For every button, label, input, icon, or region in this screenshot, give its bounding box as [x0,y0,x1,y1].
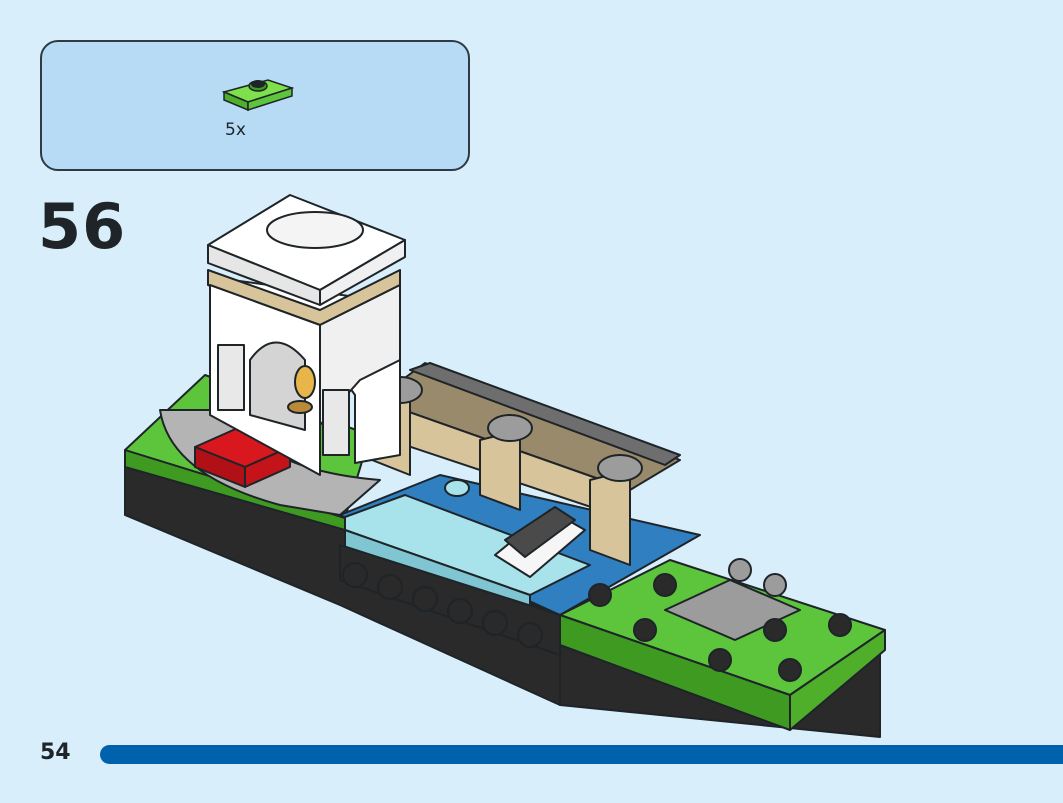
parts-callout: 5x [40,40,470,171]
progress-bar [100,745,1063,764]
model-illustration [124,194,886,738]
progress-bar-fill [100,745,1063,764]
part-quantity: 5x [225,120,246,140]
green-jumper-plate-icon [222,79,294,112]
page-number: 54 [40,740,71,765]
step-number: 56 [38,190,127,263]
